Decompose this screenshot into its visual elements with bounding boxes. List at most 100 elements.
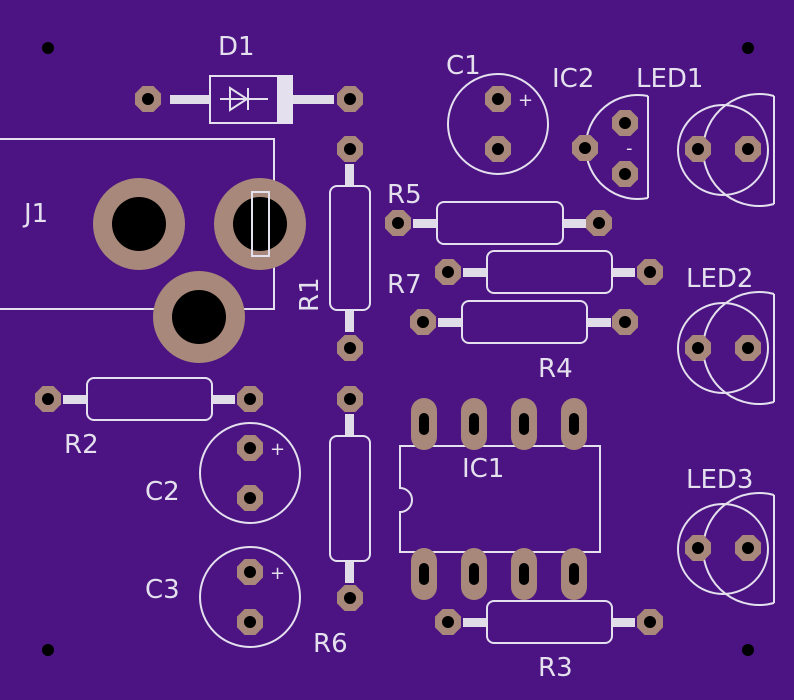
label-c2: C2 — [145, 477, 180, 507]
label-r2: R2 — [64, 430, 99, 460]
resistor-pad-hole — [392, 217, 404, 229]
diode-symbol-triangle — [229, 86, 249, 112]
resistor-r4[interactable]: R4 — [410, 300, 638, 384]
diode-lead — [292, 95, 334, 104]
polarity-plus: + — [518, 90, 533, 111]
led-inner-ring — [677, 503, 769, 595]
mounting-hole — [42, 644, 54, 656]
ic2-minus-mark: - — [626, 138, 633, 159]
resistor-body — [86, 377, 213, 421]
label-ic1: IC1 — [462, 454, 504, 484]
resistor-lead — [345, 310, 354, 332]
resistor-r6[interactable]: R6 — [313, 386, 371, 659]
ic-ic1[interactable]: IC1 — [399, 398, 601, 600]
capacitor-outline — [199, 422, 301, 524]
led-led1[interactable]: LED1 — [636, 64, 775, 207]
jack-pad-hole — [112, 197, 166, 251]
resistor-pad-hole — [344, 592, 356, 604]
dip-outline — [399, 445, 601, 553]
label-c3: C3 — [145, 575, 180, 605]
resistor-pad-hole — [344, 393, 356, 405]
capacitor-c3[interactable]: + C3 — [145, 546, 301, 648]
label-c1: C1 — [446, 51, 481, 81]
resistor-lead — [438, 318, 462, 327]
capacitor-pad-hole — [244, 616, 256, 628]
resistor-pad-hole — [344, 143, 356, 155]
ic2-pad-hole — [619, 117, 631, 129]
resistor-body — [486, 600, 613, 644]
polarity-plus: + — [270, 563, 285, 584]
label-led1: LED1 — [636, 64, 703, 94]
resistor-lead — [463, 618, 487, 627]
led-led3[interactable]: LED3 — [677, 465, 775, 606]
led-led2[interactable]: LED2 — [677, 264, 775, 405]
led-pad-hole — [742, 542, 754, 554]
capacitor-outline — [447, 73, 549, 175]
led-pad-hole — [692, 542, 704, 554]
resistor-lead — [612, 268, 635, 277]
polarity-plus: + — [270, 439, 285, 460]
resistor-pad-hole — [344, 342, 356, 354]
resistor-lead — [63, 395, 87, 404]
label-r1: R1 — [295, 277, 325, 312]
ic1-pad-hole — [469, 413, 479, 435]
jack-pad-hole — [172, 290, 226, 344]
resistor-body — [436, 201, 564, 245]
diode-pad-hole — [142, 93, 154, 105]
mounting-hole — [742, 644, 754, 656]
ic1-pad-hole — [419, 413, 429, 435]
resistor-body — [461, 300, 588, 344]
resistor-body — [329, 435, 371, 562]
resistor-pad-hole — [442, 616, 454, 628]
resistor-pad-hole — [644, 616, 656, 628]
led-pad-hole — [692, 143, 704, 155]
resistor-lead — [345, 414, 354, 436]
label-r3: R3 — [538, 653, 573, 683]
resistor-lead — [413, 219, 437, 228]
resistor-pad-hole — [593, 217, 605, 229]
resistor-r5[interactable]: R5 — [385, 180, 612, 245]
ic1-pad-hole — [419, 563, 429, 585]
resistor-pad-hole — [619, 316, 631, 328]
regulator-ic2[interactable]: - IC2 — [552, 64, 649, 200]
resistor-lead — [345, 561, 354, 583]
ic1-pad-hole — [569, 413, 579, 435]
ic1-pad-hole — [519, 413, 529, 435]
label-r6: R6 — [313, 629, 348, 659]
resistor-r1[interactable]: R1 — [295, 136, 371, 361]
resistor-pad-hole — [244, 393, 256, 405]
label-r5: R5 — [387, 180, 422, 210]
jack-pin-marker — [251, 191, 270, 257]
label-d1: D1 — [218, 32, 255, 62]
ic1-pad-hole — [519, 563, 529, 585]
resistor-r3[interactable]: R3 — [435, 600, 663, 683]
capacitor-c2[interactable]: + C2 — [145, 422, 301, 524]
resistor-lead — [563, 219, 586, 228]
capacitor-outline — [199, 546, 301, 648]
label-led3: LED3 — [686, 465, 753, 495]
label-r4: R4 — [538, 354, 573, 384]
led-inner-ring — [677, 302, 769, 394]
capacitor-pad-hole — [492, 143, 504, 155]
diode-d1[interactable]: D1 — [135, 32, 363, 124]
ic1-pad-hole — [469, 563, 479, 585]
resistor-body — [486, 250, 613, 294]
resistor-lead — [212, 395, 235, 404]
resistor-r2[interactable]: R2 — [35, 377, 263, 460]
ic2-pad-hole — [619, 168, 631, 180]
resistor-body — [329, 185, 371, 311]
dc-jack-j1[interactable]: J1 — [0, 138, 306, 363]
resistor-r7[interactable]: R7 — [387, 250, 663, 300]
jack-pad-hole — [233, 197, 287, 251]
capacitor-c1[interactable]: + C1 — [446, 51, 549, 175]
led-pad-hole — [742, 342, 754, 354]
led-inner-ring — [677, 104, 769, 196]
resistor-pad-hole — [42, 393, 54, 405]
mounting-holes — [42, 42, 754, 656]
label-j1: J1 — [22, 199, 48, 229]
resistor-lead — [345, 164, 354, 186]
label-ic2: IC2 — [552, 64, 594, 94]
ic2-pad-hole — [579, 142, 591, 154]
